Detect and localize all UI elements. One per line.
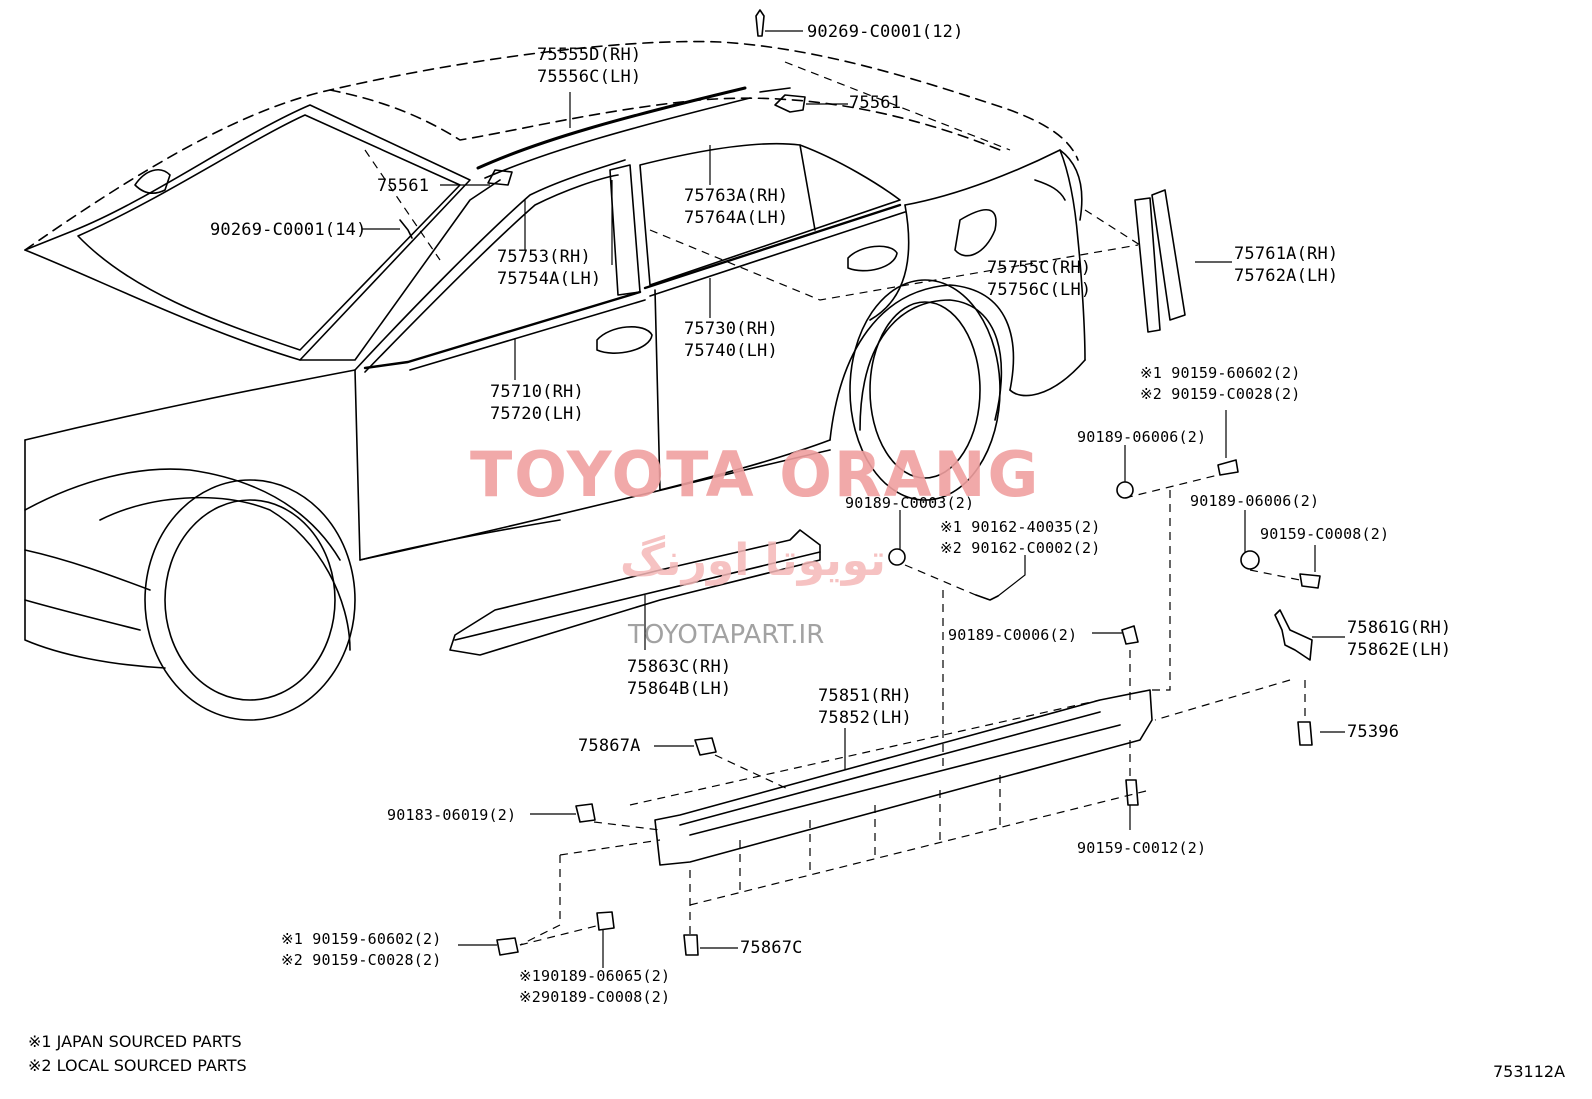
- label-clip-75867c[interactable]: 75867C: [740, 938, 803, 958]
- label-front-window-lh: 75754A(LH): [497, 269, 602, 289]
- label-bolt-roof-top[interactable]: 90269-C0001(12): [807, 22, 964, 42]
- label-rear-pillar[interactable]: 75761A(RH) 75762A(LH): [1234, 243, 1338, 287]
- label-clip-bottom[interactable]: ※190189-06065(2) ※290189-C0008(2): [519, 966, 670, 1008]
- label-screw-bottom-1: ※1 90159-60602(2): [281, 930, 442, 948]
- footnote-local: ※2 LOCAL SOURCED PARTS: [28, 1056, 247, 1075]
- label-front-belt-lh: 75720(LH): [490, 404, 584, 424]
- label-screw-bottom-2: ※2 90159-C0028(2): [281, 951, 442, 969]
- label-screw-bottom[interactable]: ※1 90159-60602(2) ※2 90159-C0028(2): [281, 929, 441, 971]
- label-rear-belt-rh: 75730(RH): [684, 319, 778, 339]
- label-bracket[interactable]: 75861G(RH) 75862E(LH): [1347, 617, 1451, 661]
- label-rear-pillar-lh: 75762A(LH): [1234, 266, 1339, 286]
- label-roof-moulding-lh: 75556C(LH): [537, 67, 642, 87]
- label-front-belt-rh: 75710(RH): [490, 382, 584, 402]
- label-screw-top-2: ※2 90159-C0028(2): [1140, 385, 1301, 403]
- label-roof-moulding[interactable]: 75555D(RH) 75556C(LH): [537, 44, 641, 88]
- label-clip-left[interactable]: 75561: [377, 176, 430, 196]
- label-screw-90162-1: ※1 90162-40035(2): [940, 518, 1101, 536]
- label-pillar-rh: 75755C(RH): [987, 258, 1092, 278]
- diagram-reference-number: 753112A: [1493, 1062, 1566, 1081]
- label-clip-right[interactable]: 75561: [849, 93, 902, 113]
- label-front-window[interactable]: 75753(RH) 75754A(LH): [497, 246, 601, 290]
- label-rear-belt-lh: 75740(LH): [684, 341, 778, 361]
- footnotes: ※1 JAPAN SOURCED PARTS ※2 LOCAL SOURCED …: [28, 1030, 247, 1078]
- label-clip-90189-c0006[interactable]: 90189-C0006(2): [948, 626, 1078, 644]
- footnote-japan: ※1 JAPAN SOURCED PARTS: [28, 1032, 242, 1051]
- label-screw-90162-2: ※2 90162-C0002(2): [940, 539, 1101, 557]
- label-clip-90189-c0003[interactable]: 90189-C0003(2): [845, 494, 975, 512]
- label-nut-90183[interactable]: 90183-06019(2): [387, 806, 517, 824]
- label-rocker-upper[interactable]: 75863C(RH) 75864B(LH): [627, 656, 731, 700]
- label-roof-moulding-rh: 75555D(RH): [537, 45, 642, 65]
- label-rocker[interactable]: 75851(RH) 75852(LH): [818, 685, 912, 729]
- label-clip-bottom-1: ※190189-06065(2): [519, 967, 671, 985]
- label-screw-top[interactable]: ※1 90159-60602(2) ※2 90159-C0028(2): [1140, 363, 1300, 405]
- label-clip-75396[interactable]: 75396: [1347, 722, 1400, 742]
- label-clip-90189-06006-a[interactable]: 90189-06006(2): [1077, 428, 1207, 446]
- label-screw-90162[interactable]: ※1 90162-40035(2) ※2 90162-C0002(2): [940, 517, 1100, 559]
- label-front-belt[interactable]: 75710(RH) 75720(LH): [490, 381, 584, 425]
- label-rocker-rh: 75851(RH): [818, 686, 912, 706]
- label-rear-belt[interactable]: 75730(RH) 75740(LH): [684, 318, 778, 362]
- label-pillar[interactable]: 75755C(RH) 75756C(LH): [987, 257, 1091, 301]
- label-rear-pillar-rh: 75761A(RH): [1234, 244, 1339, 264]
- label-rocker-upper-rh: 75863C(RH): [627, 657, 732, 677]
- watermark-main: TOYOTA ORANG: [470, 438, 1041, 511]
- label-bracket-rh: 75861G(RH): [1347, 618, 1452, 638]
- label-pillar-lh: 75756C(LH): [987, 280, 1092, 300]
- label-front-window-rh: 75753(RH): [497, 247, 591, 267]
- label-clip-90189-06006-b[interactable]: 90189-06006(2): [1190, 492, 1320, 510]
- label-bolt-roof-left[interactable]: 90269-C0001(14): [210, 220, 367, 240]
- label-clip-bottom-2: ※290189-C0008(2): [519, 988, 671, 1006]
- watermark-url: TOYOTAPART.IR: [628, 620, 825, 650]
- label-rocker-upper-lh: 75864B(LH): [627, 679, 732, 699]
- label-screw-top-1: ※1 90159-60602(2): [1140, 364, 1301, 382]
- label-rear-window-rh: 75763A(RH): [684, 186, 789, 206]
- label-rear-window-lh: 75764A(LH): [684, 208, 789, 228]
- watermark-farsi: تویوتا اورنگ: [620, 535, 886, 586]
- label-rear-window[interactable]: 75763A(RH) 75764A(LH): [684, 185, 788, 229]
- label-screw-90159-c0012[interactable]: 90159-C0012(2): [1077, 839, 1207, 857]
- label-rocker-lh: 75852(LH): [818, 708, 912, 728]
- label-clip-75867a[interactable]: 75867A: [578, 736, 641, 756]
- label-bracket-lh: 75862E(LH): [1347, 640, 1452, 660]
- label-screw-90159-c0008[interactable]: 90159-C0008(2): [1260, 525, 1390, 543]
